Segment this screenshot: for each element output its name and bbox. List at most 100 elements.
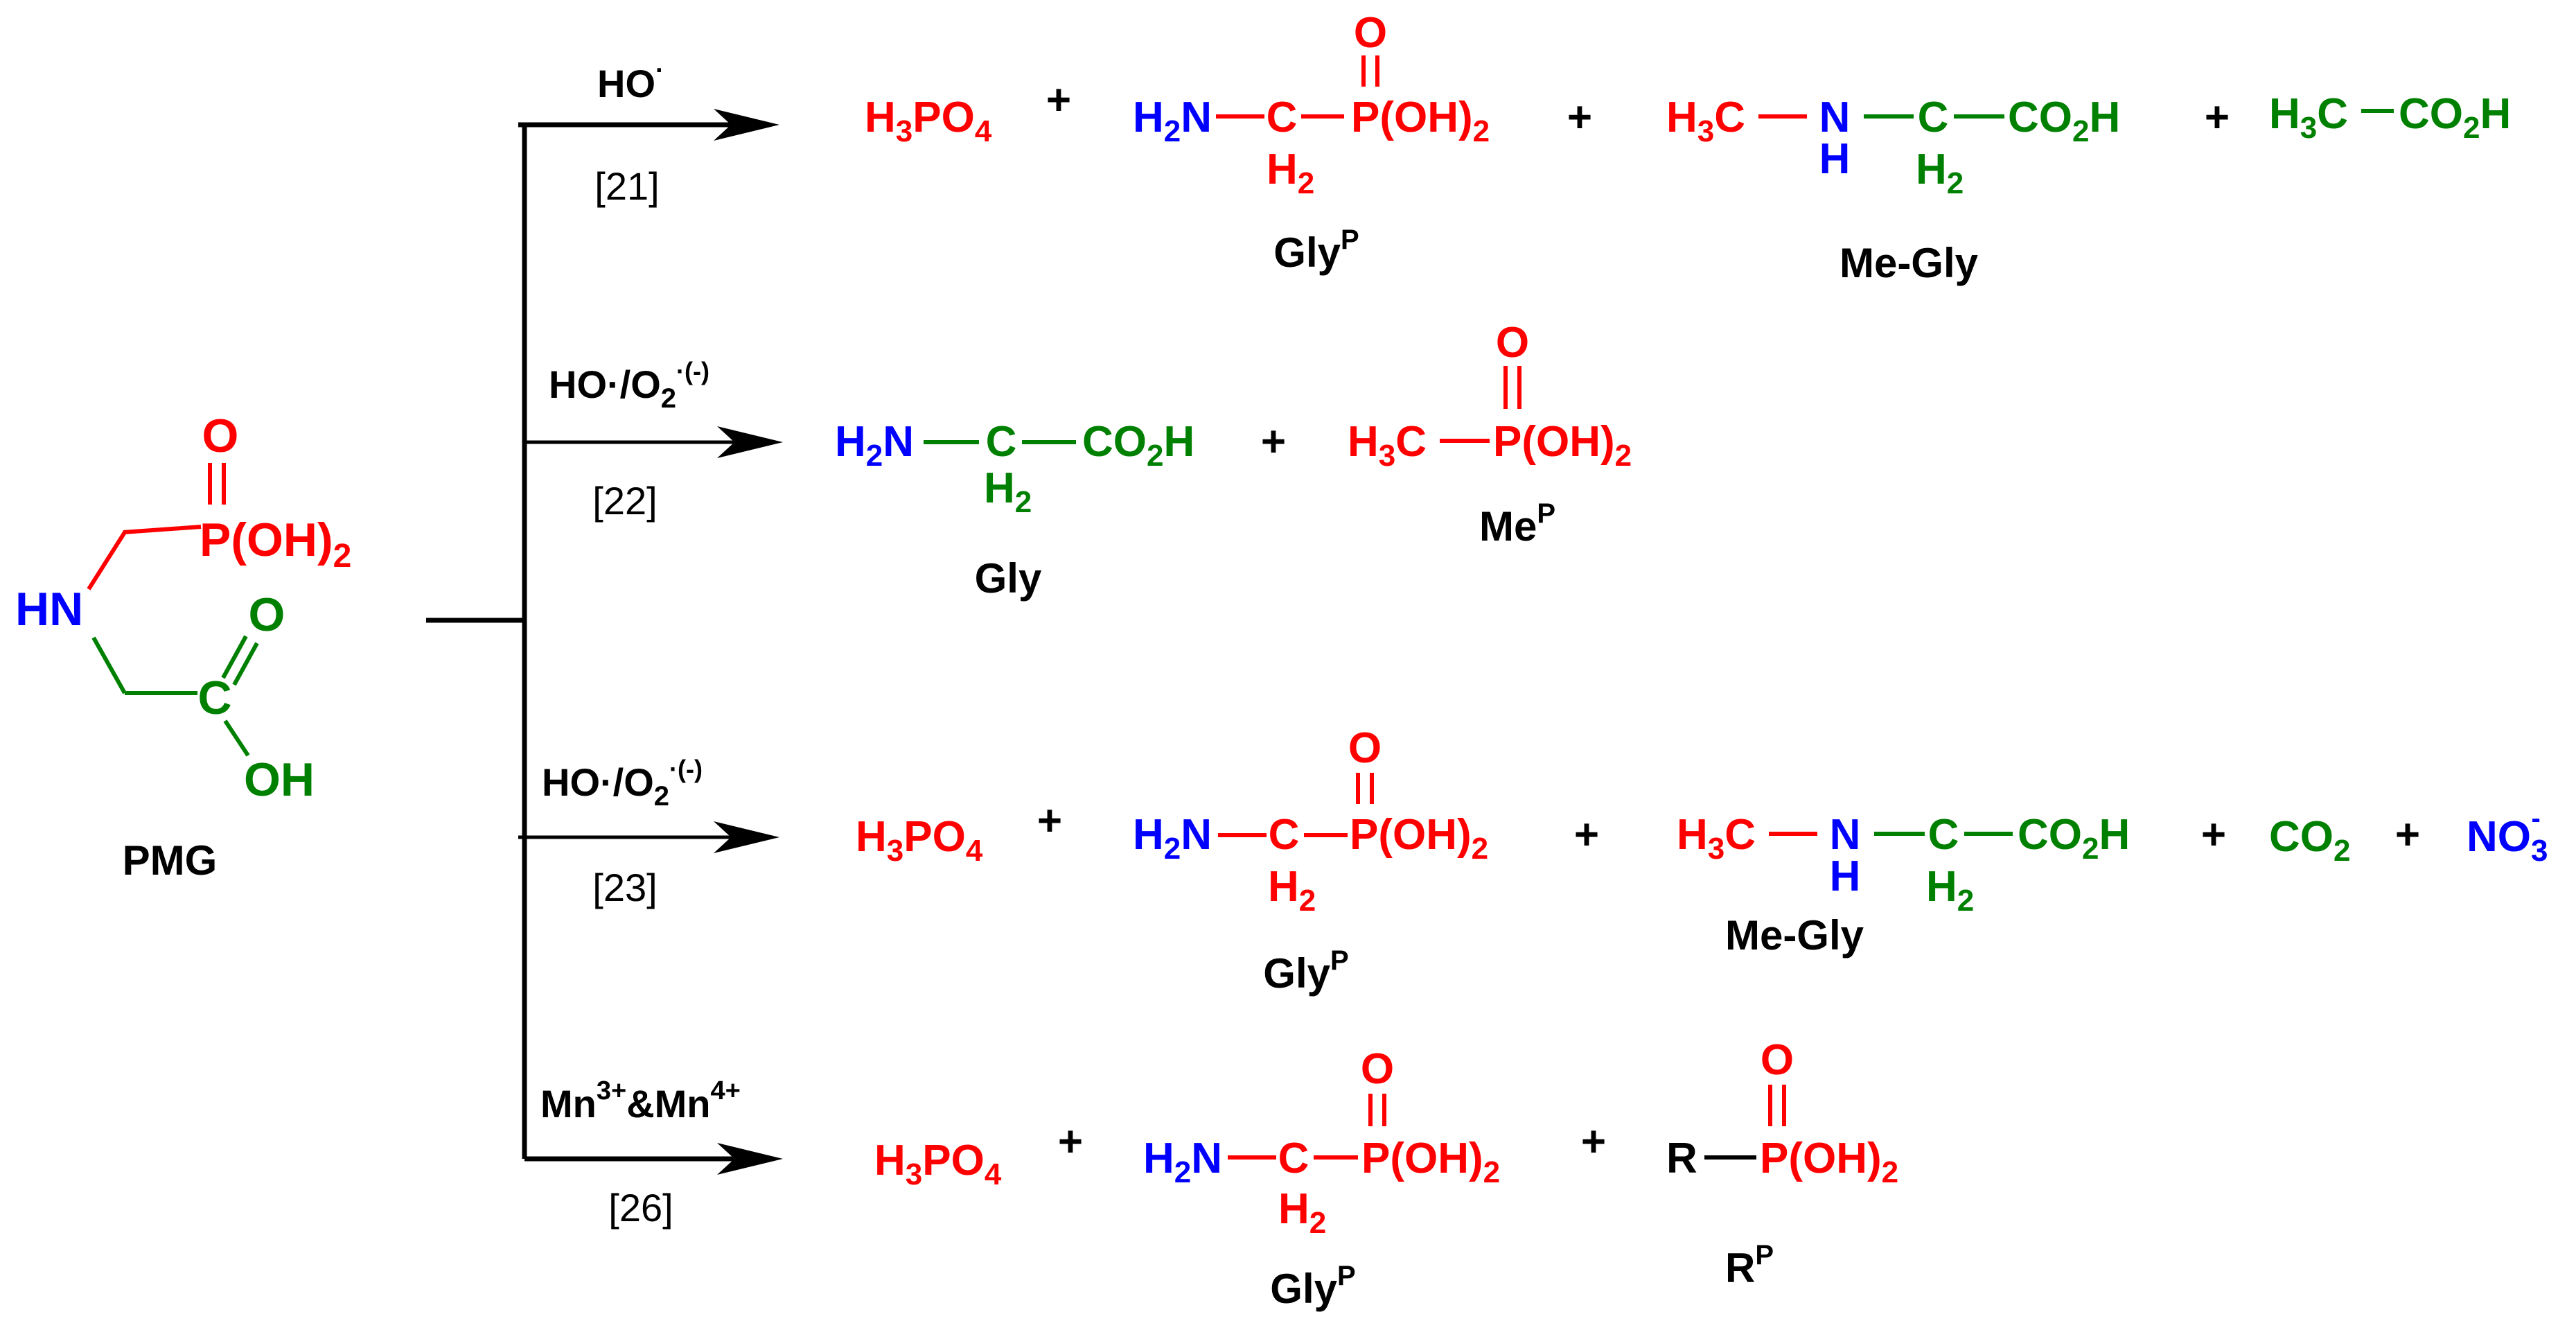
plus-4b: + (1581, 1118, 1606, 1166)
plus-1b: + (1567, 94, 1592, 141)
row-3-products: H3PO4 + H2N C H2 O P(OH)2 GlyP + H3C N H… (856, 724, 2548, 997)
megly-3-co2h: CO2H (2018, 811, 2130, 866)
pmg-c-oh-bond (223, 719, 250, 757)
megly-1-c2: C (1918, 94, 1949, 141)
glyp-3: H2N C H2 O P(OH)2 GlyP (1133, 724, 1488, 997)
plus-4a: + (1058, 1118, 1083, 1166)
glyp-3-o: O (1348, 724, 1382, 772)
pmg-n-ch2-bond (87, 531, 127, 590)
glyp-3-label: GlyP (1263, 945, 1348, 997)
arrow-4-head (717, 1143, 783, 1175)
pmg-phosphoryl-o: O (202, 410, 239, 462)
megly-3-label: Me-Gly (1725, 912, 1864, 959)
glyp-1-h2n: H2N (1133, 94, 1212, 148)
plus-3a: + (1037, 797, 1062, 845)
glyp-3-h2: H2 (1268, 863, 1316, 918)
megly-3-c2: C (1928, 811, 1959, 859)
megly-3: H3C N H C H2 CO2H Me-Gly (1677, 811, 2130, 959)
mep-h3c: H3C (1348, 418, 1427, 473)
megly-3-h2: H2 (1926, 863, 1974, 918)
reference-22: [22] (592, 479, 657, 523)
reagent-1-label: HO· (597, 56, 664, 105)
pmg-label: PMG (123, 837, 218, 884)
glyp-4-c: C (1278, 1135, 1309, 1182)
plus-3b: + (1574, 811, 1599, 859)
h3po4-3: H3PO4 (856, 813, 983, 868)
row-2-products: H2N C H2 CO2H Gly + H3C O P(OH)2 MeP (835, 319, 1632, 602)
pmg-c-o-double-bond-2 (232, 642, 259, 686)
gly-label: Gly (975, 555, 1042, 602)
plus-1c: + (2205, 94, 2230, 141)
gly: H2N C H2 CO2H Gly (835, 418, 1194, 602)
gly-c: C (986, 418, 1017, 466)
pmg-oh: OH (244, 753, 315, 806)
mep: H3C O P(OH)2 MeP (1348, 319, 1632, 550)
megly-3-h3c: H3C (1677, 811, 1756, 866)
reagent-3: HO·/O2·(-) [23] (542, 755, 703, 909)
mep-label: MeP (1479, 498, 1555, 550)
pmg-structure: O P(OH)2 HN C O OH PMG (15, 410, 351, 884)
plus-3c: + (2201, 811, 2226, 859)
rp-r: R (1666, 1135, 1697, 1182)
pmg-c-o-double-bond-1 (221, 635, 248, 679)
glyp-3-c: C (1269, 811, 1300, 859)
acetic-h3c: H3C (2269, 90, 2348, 145)
glyp-1-c: C (1267, 94, 1298, 141)
plus-2a: + (1261, 418, 1286, 466)
reagent-4: Mn3+&Mn4+ [26] (540, 1076, 741, 1230)
megly-1-n: N (1819, 94, 1851, 141)
gly-co2h: CO2H (1082, 418, 1194, 473)
pmg-acid-c: C (197, 672, 231, 724)
arrow-2-head (717, 426, 783, 458)
megly-3-nh: H (1830, 852, 1861, 900)
pmg-p-oh2: P(OH)2 (200, 514, 351, 575)
reagent-2-label: HO·/O2·(-) (549, 357, 709, 414)
co2: CO2 (2269, 813, 2350, 868)
glyp-3-h2n: H2N (1133, 811, 1212, 866)
megly-1-h3c: H3C (1666, 94, 1745, 148)
branch-arrows (426, 109, 783, 1175)
glyp-4-h2: H2 (1278, 1185, 1326, 1240)
row-4-products: H3PO4 + H2N C H2 O P(OH)2 GlyP + R O P(O… (874, 1036, 1898, 1312)
glyp-4-p-oh2: P(OH)2 (1361, 1135, 1500, 1189)
megly-1: H3C N H C H2 CO2H Me-Gly (1666, 94, 2120, 286)
gly-h2: H2 (984, 464, 1032, 519)
rp: R O P(OH)2 RP (1666, 1036, 1898, 1291)
megly-1-h2: H2 (1916, 146, 1964, 200)
glyp-4-h2n: H2N (1143, 1135, 1222, 1189)
rp-p-oh2: P(OH)2 (1760, 1135, 1898, 1189)
glyp-4: H2N C H2 O P(OH)2 GlyP (1143, 1045, 1500, 1312)
arrow-3-head (714, 821, 779, 853)
glyp-1-label: GlyP (1273, 225, 1359, 276)
pmg-ch2-p-bond (123, 525, 202, 534)
acetic-acid: H3C CO2H (2269, 90, 2511, 145)
megly-1-co2h: CO2H (2008, 94, 2120, 148)
glyp-3-p-oh2: P(OH)2 (1350, 811, 1488, 866)
acetic-co2h: CO2H (2399, 90, 2511, 145)
pmg-n-ch2-acid-bond (91, 636, 127, 694)
megly-1-nh: H (1819, 135, 1851, 183)
pmg-acid-o: O (249, 588, 285, 641)
plus-3d: + (2395, 811, 2420, 859)
glyp-1: H2N C H2 O P(OH)2 GlyP (1133, 9, 1490, 276)
arrow-1-head (714, 109, 779, 141)
gly-h2n: H2N (835, 418, 914, 473)
rp-label: RP (1725, 1240, 1774, 1291)
pmg-hn: HN (15, 583, 83, 636)
reference-21: [21] (594, 164, 659, 208)
reference-26: [26] (608, 1186, 673, 1230)
glyp-1-h2: H2 (1267, 146, 1314, 200)
mep-p-oh2: P(OH)2 (1493, 418, 1632, 473)
nitrate: NO3- (2467, 803, 2548, 868)
glyp-4-label: GlyP (1270, 1261, 1355, 1312)
glyp-1-p-oh2: P(OH)2 (1351, 94, 1490, 148)
plus-1a: + (1046, 76, 1071, 124)
h3po4-1: H3PO4 (865, 94, 992, 148)
glyp-4-o: O (1361, 1045, 1394, 1093)
reagent-4-label: Mn3+&Mn4+ (540, 1076, 741, 1126)
h3po4-4: H3PO4 (874, 1137, 1002, 1191)
megly-3-n: N (1830, 811, 1861, 859)
rp-o: O (1761, 1036, 1794, 1084)
megly-1-label: Me-Gly (1840, 240, 1979, 286)
